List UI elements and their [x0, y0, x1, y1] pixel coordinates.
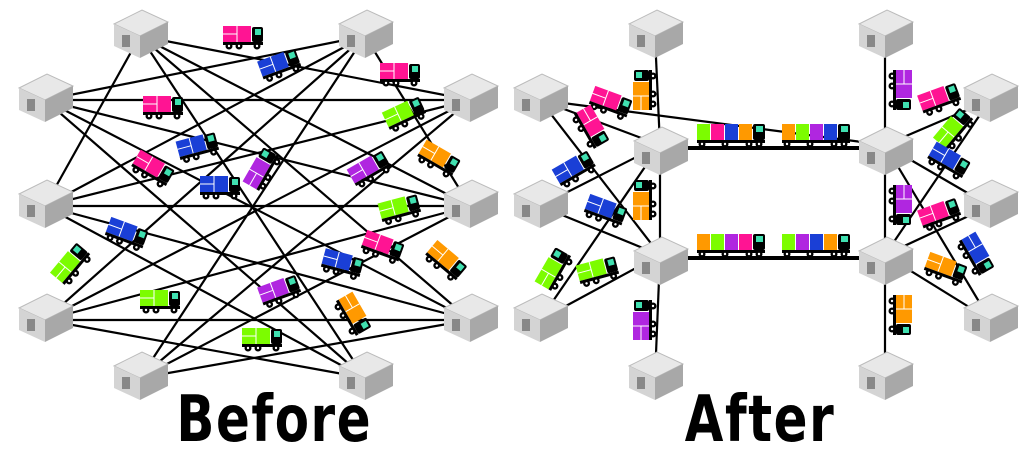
route-line — [364, 35, 471, 207]
truck-icon — [932, 108, 974, 150]
truck-icon — [888, 185, 912, 225]
warehouse-icon — [512, 179, 570, 228]
consolidated-truck-icon — [782, 234, 850, 258]
warehouse-icon — [962, 179, 1020, 228]
consolidated-truck-icon — [697, 234, 765, 258]
consolidated-truck-icon — [697, 124, 765, 148]
truck-icon — [257, 49, 302, 82]
hub-warehouse-icon — [632, 236, 690, 285]
warehouse-icon — [857, 351, 915, 400]
warehouse-icon — [112, 351, 170, 400]
route-line — [44, 318, 366, 380]
route-line — [139, 99, 471, 379]
truck-icon — [923, 251, 967, 286]
route-line — [139, 35, 471, 207]
hub-warehouse-icon — [632, 126, 690, 175]
truck-icon — [381, 97, 427, 132]
trucks — [49, 26, 994, 352]
warehouse-icon — [17, 179, 75, 228]
route-line — [139, 35, 471, 321]
truck-icon — [888, 70, 912, 110]
warehouse-icon — [337, 351, 395, 400]
truck-icon — [551, 151, 596, 188]
warehouse-icon — [512, 293, 570, 342]
route-line — [44, 205, 366, 379]
hub-warehouse-icon — [857, 126, 915, 175]
warehouse-icon — [17, 73, 75, 122]
truck-icon — [143, 96, 183, 120]
warehouse-icon — [337, 9, 395, 58]
warehouse-icon — [627, 9, 685, 58]
truck-icon — [175, 132, 220, 163]
truck-icon — [242, 328, 282, 352]
truck-icon — [575, 256, 620, 287]
warehouse-icon — [442, 293, 500, 342]
truck-icon — [140, 290, 180, 314]
route-line — [44, 35, 366, 207]
warehouse-icon — [17, 293, 75, 342]
spoke-line — [539, 144, 661, 321]
truck-icon — [377, 194, 422, 225]
warehouses — [17, 9, 1020, 400]
truck-icon — [223, 26, 263, 50]
truck-icon — [257, 275, 302, 308]
warehouse-icon — [962, 293, 1020, 342]
truck-icon — [572, 104, 609, 149]
after-label: After — [684, 383, 836, 457]
truck-icon — [417, 139, 461, 178]
truck-icon — [360, 229, 404, 264]
truck-icon — [49, 243, 91, 285]
truck-icon — [633, 180, 657, 220]
truck-icon — [242, 147, 281, 191]
warehouse-icon — [627, 351, 685, 400]
truck-icon — [380, 63, 420, 87]
truck-icon — [425, 239, 467, 281]
truck-icon — [346, 151, 391, 188]
truck-icon — [927, 141, 971, 180]
warehouse-icon — [857, 9, 915, 58]
truck-icon — [200, 176, 240, 200]
warehouse-icon — [512, 73, 570, 122]
route-line — [44, 99, 366, 379]
warehouse-icon — [962, 73, 1020, 122]
before-label: Before — [176, 383, 373, 457]
route-line — [139, 205, 471, 379]
truck-icon — [917, 83, 962, 116]
warehouse-icon — [442, 73, 500, 122]
route-line — [44, 34, 366, 102]
truck-icon — [633, 70, 657, 110]
truck-icon — [320, 248, 364, 280]
truck-icon — [534, 247, 573, 291]
route-line — [44, 204, 471, 322]
truck-icon — [334, 291, 371, 336]
spoke-line — [539, 99, 661, 256]
route-line — [44, 99, 471, 321]
truck-icon — [917, 198, 962, 231]
truck-icon — [633, 300, 657, 340]
spoke-line — [884, 144, 991, 321]
hub-warehouse-icon — [857, 236, 915, 285]
truck-icon — [104, 216, 148, 251]
warehouse-icon — [442, 179, 500, 228]
warehouse-icon — [112, 9, 170, 58]
route-line — [44, 35, 141, 207]
truck-icon — [957, 231, 994, 276]
route-line — [139, 318, 471, 380]
truck-icon — [131, 149, 175, 188]
truck-icon — [583, 193, 627, 228]
consolidated-truck-icon — [782, 124, 850, 148]
truck-icon — [588, 85, 632, 120]
truck-icon — [888, 295, 912, 335]
